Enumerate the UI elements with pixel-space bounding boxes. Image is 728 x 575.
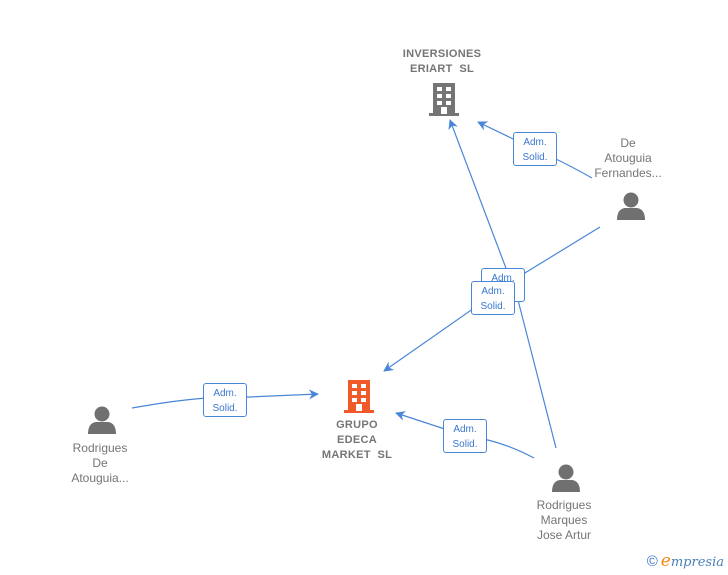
building-icon[interactable] [429, 83, 459, 116]
brand-logo-initial: e [660, 551, 671, 571]
edge-label-role[interactable]: Adm. Solid. [443, 419, 487, 453]
node-label-line: De [92, 456, 108, 470]
building-focus-icon[interactable] [344, 380, 374, 413]
edge-label-role[interactable]: Adm. Solid. [513, 132, 557, 166]
person-icon[interactable] [617, 192, 645, 221]
node-label-line: ERIART SL [409, 63, 475, 75]
node-label-line: Atouguia... [71, 471, 129, 485]
person-node-rodrigues-de-atouguia[interactable]: Rodrigues De Atouguia... [50, 441, 150, 486]
edge-label-role[interactable]: Adm. Solid. [471, 281, 515, 315]
copyright-icon: © [646, 553, 658, 570]
node-label-line: Atouguia [604, 151, 652, 165]
person-icon[interactable] [88, 406, 116, 435]
empresia-branding[interactable]: ©empresia [647, 551, 724, 571]
edge-label-line: Solid. [480, 301, 506, 312]
node-label-line: GRUPO [336, 419, 378, 431]
edge-label-role[interactable]: Adm. Solid. [203, 383, 247, 417]
node-label-line: Rodrigues [536, 498, 592, 512]
person-icon[interactable] [552, 464, 580, 493]
edge-label-line: Adm. [213, 388, 237, 399]
node-label-line: MARKET SL [321, 449, 393, 461]
person-node-de-atouguia-fernandes[interactable]: De Atouguia Fernandes... [578, 136, 678, 181]
edge-label-line: Solid. [522, 152, 548, 163]
node-label-line: De [620, 136, 636, 150]
node-label-line: EDECA [336, 434, 377, 446]
company-node-inversiones-eriart[interactable]: INVERSIONES ERIART SL [386, 47, 498, 77]
person-node-rodrigues-marques-jose-artur[interactable]: Rodrigues Marques Jose Artur [514, 498, 614, 543]
edge-label-line: Adm. [523, 137, 547, 148]
company-node-grupo-edeca-market[interactable]: GRUPO EDECA MARKET SL [300, 418, 414, 463]
node-label-line: Rodrigues [72, 441, 128, 455]
edge-label-line: Solid. [452, 439, 478, 450]
edge-label-line: Adm. [453, 424, 477, 435]
node-label-line: Jose Artur [536, 528, 592, 542]
edge-label-line: Solid. [212, 403, 238, 414]
edge-label-line: Adm. [481, 286, 505, 297]
node-label-line: Marques [540, 513, 588, 527]
node-label-line: INVERSIONES [402, 48, 482, 60]
brand-name: mpresia [670, 555, 724, 570]
node-label-line: Fernandes... [594, 166, 662, 180]
edge-label-line: Adm. [491, 273, 515, 284]
